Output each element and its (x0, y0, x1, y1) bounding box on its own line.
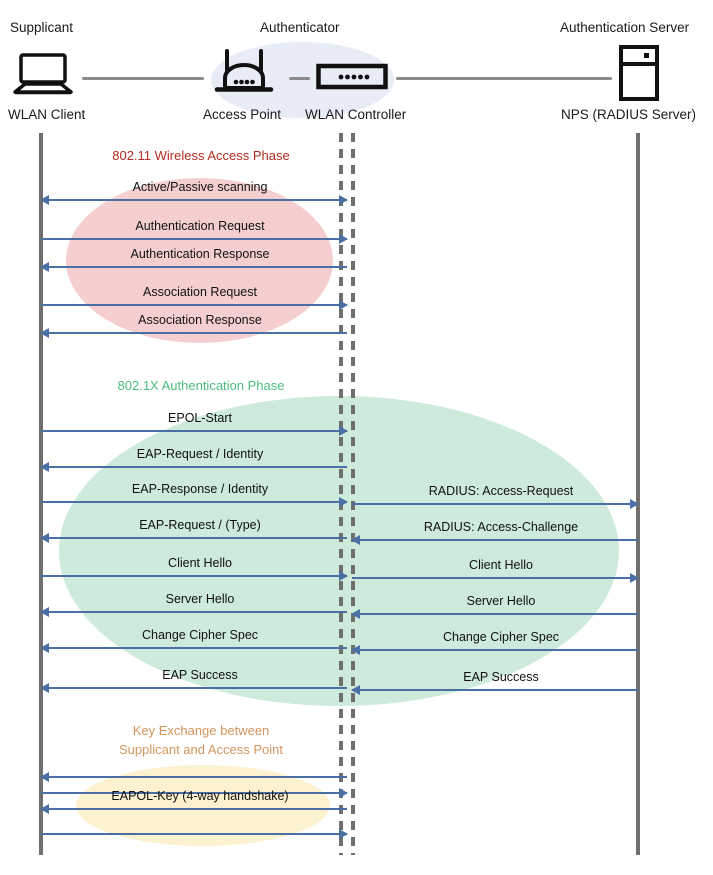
arrowhead-left-icon (40, 772, 49, 782)
arrowhead-left-icon (351, 609, 360, 619)
actor-role-supplicant: Supplicant (10, 20, 74, 35)
message-label: EAP-Request / Identity (136, 447, 264, 461)
message-label: Client Hello (168, 556, 232, 570)
arrow-line (41, 199, 347, 201)
lifeline-wlan-controller (351, 133, 355, 855)
phase-ellipse-wireless-access (66, 178, 333, 343)
phase-ellipse-key-exchange (76, 765, 330, 846)
actor-role-authenticator: Authenticator (260, 20, 340, 35)
arrowhead-right-icon (339, 497, 348, 507)
arrowhead-left-icon (351, 535, 360, 545)
message-label: EAP-Response / Identity (131, 482, 269, 496)
arrowhead-left-icon (351, 645, 360, 655)
arrowhead-left-icon (40, 533, 49, 543)
arrowhead-right-icon (339, 426, 348, 436)
arrowhead-left-icon (351, 685, 360, 695)
message-label: Server Hello (165, 592, 235, 606)
arrow-line (352, 613, 638, 615)
arrowhead-right-icon (630, 573, 639, 583)
arrow-line (41, 833, 347, 835)
arrow-line (352, 649, 638, 651)
wlan-controller-icon (316, 63, 388, 96)
arrowhead-left-icon (40, 262, 49, 272)
actor-device-access-point: Access Point (203, 107, 282, 122)
arrowhead-left-icon (40, 328, 49, 338)
actor-device-wlan-client: WLAN Client (8, 107, 86, 122)
arrow-line (41, 501, 347, 503)
arrow-line (352, 539, 638, 541)
wireless-router-icon (213, 48, 275, 101)
arrow-line (41, 466, 347, 468)
lifeline-supplicant (39, 133, 43, 855)
message-label: Authentication Response (130, 247, 270, 261)
message-label: Change Cipher Spec (442, 630, 560, 644)
message-label: Association Request (143, 285, 257, 299)
arrow-line (41, 575, 347, 577)
link-ap-to-controller (289, 77, 310, 80)
message-label: Association Response (138, 313, 262, 327)
actor-role-authentication-server: Authentication Server (560, 20, 690, 35)
arrowhead-right-icon (339, 300, 348, 310)
phase-title-key-exchange: Key Exchange between Supplicant and Acce… (118, 723, 284, 757)
message-label: EPOL-Start (168, 411, 232, 425)
laptop-icon (12, 52, 74, 101)
arrowhead-left-icon (40, 195, 49, 205)
message-label: EAPOL-Key (4-way handshake) (111, 789, 289, 803)
arrow-line (41, 647, 347, 649)
message-label: EAP Success (463, 670, 539, 684)
message-label: Server Hello (466, 594, 536, 608)
arrow-line (41, 332, 347, 334)
actor-device-nps: NPS (RADIUS Server) (561, 107, 697, 122)
lifeline-nps (636, 133, 640, 855)
link-client-to-ap (82, 77, 204, 80)
arrow-line (41, 808, 347, 810)
arrowhead-right-icon (339, 195, 348, 205)
phase-title-dot1x: 802.1X Authentication Phase (117, 378, 285, 393)
arrow-line (41, 537, 347, 539)
arrow-line (41, 304, 347, 306)
lifeline-access-point (339, 133, 343, 855)
message-label: Active/Passive scanning (132, 180, 268, 194)
arrowhead-right-icon (339, 571, 348, 581)
arrow-line (41, 687, 347, 689)
phase-title-wireless-access: 802.11 Wireless Access Phase (112, 148, 290, 163)
message-label: Authentication Request (135, 219, 265, 233)
message-label: EAP-Request / (Type) (139, 518, 261, 532)
arrowhead-left-icon (40, 607, 49, 617)
arrow-line (41, 238, 347, 240)
arrowhead-right-icon (339, 788, 348, 798)
actor-device-wlan-controller: WLAN Controller (305, 107, 407, 122)
arrow-line (41, 792, 347, 794)
server-rack-icon (618, 45, 660, 106)
message-label: Client Hello (469, 558, 533, 572)
arrowhead-right-icon (339, 829, 348, 839)
arrow-line (41, 430, 347, 432)
arrow-line (41, 611, 347, 613)
link-controller-to-nps (396, 77, 612, 80)
arrowhead-left-icon (40, 804, 49, 814)
message-label: Change Cipher Spec (141, 628, 259, 642)
arrowhead-right-icon (630, 499, 639, 509)
arrow-line (352, 577, 638, 579)
arrowhead-right-icon (339, 234, 348, 244)
arrow-line (352, 689, 638, 691)
message-label: EAP Success (162, 668, 238, 682)
arrowhead-left-icon (40, 643, 49, 653)
arrowhead-left-icon (40, 683, 49, 693)
arrow-line (41, 776, 347, 778)
arrow-line (41, 266, 347, 268)
arrowhead-left-icon (40, 462, 49, 472)
arrow-line (352, 503, 638, 505)
message-label: RADIUS: Access-Challenge (423, 520, 579, 534)
message-label: RADIUS: Access-Request (428, 484, 574, 498)
